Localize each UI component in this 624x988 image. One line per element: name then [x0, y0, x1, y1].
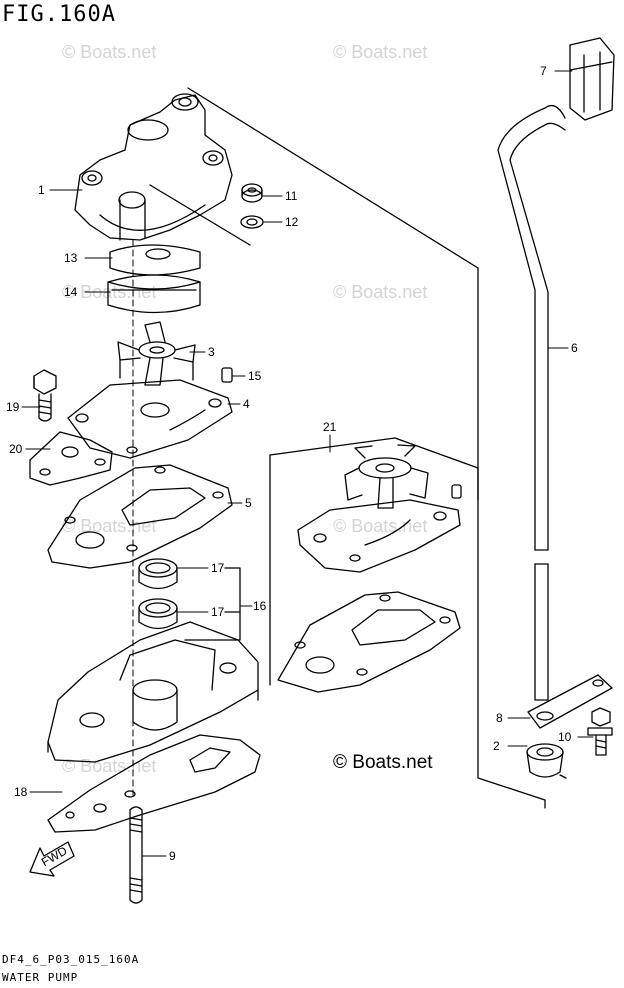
callout-7: 7 [540, 64, 547, 78]
diagram-code: DF4_6_P03_015_160A [2, 953, 140, 966]
copyright-notice: © Boats.net [333, 752, 433, 773]
tube-grommet-part [526, 743, 567, 779]
grommet-part [569, 37, 615, 121]
callout-numbers: 1 2 3 4 5 6 7 8 9 10 11 12 13 14 15 16 1… [6, 64, 578, 863]
callout-13: 13 [64, 251, 78, 265]
small-gasket-part [29, 431, 113, 486]
impeller-liner-part [107, 274, 201, 314]
gasket-part [47, 464, 233, 569]
callout-17: 17 [211, 605, 225, 619]
callout-11: 11 [285, 189, 298, 203]
callout-17: 17 [211, 561, 225, 575]
callout-3: 3 [208, 345, 215, 359]
callout-bracket [184, 567, 241, 641]
key-part [221, 367, 233, 383]
lower-pump-housing [47, 621, 259, 763]
callout-leaders [21, 70, 594, 857]
callout-8: 8 [496, 711, 503, 725]
callout-9: 9 [169, 849, 176, 863]
plate-part [67, 379, 233, 459]
oil-seal-part [138, 598, 178, 630]
watermark: © Boats.net [333, 516, 428, 536]
figure-title: FIG.160A [2, 2, 116, 27]
callout-1: 1 [38, 183, 45, 197]
callout-18: 18 [14, 785, 28, 799]
water-tube-part [497, 104, 566, 701]
callout-10: 10 [558, 730, 572, 744]
diagram-name: WATER PUMP [2, 971, 79, 984]
callout-4: 4 [243, 397, 250, 411]
pump-case-part [74, 93, 233, 241]
callout-14: 14 [64, 285, 78, 299]
repair-kit-box [269, 437, 479, 686]
repair-kit-key [451, 484, 462, 499]
repair-kit-gasket [277, 591, 461, 693]
repair-kit-impeller [344, 444, 429, 509]
callout-6: 6 [571, 341, 578, 355]
watermark: © Boats.net [333, 282, 428, 302]
callout-21: 21 [323, 420, 337, 434]
callout-5: 5 [245, 496, 252, 510]
impeller-part [117, 321, 196, 386]
callout-16: 16 [253, 599, 267, 613]
callout-15: 15 [248, 369, 262, 383]
forward-arrow: FWD [29, 841, 75, 877]
callout-20: 20 [9, 442, 23, 456]
holder-bolt-part [587, 707, 613, 756]
callout-12: 12 [285, 215, 299, 229]
tube-holder-part [527, 674, 613, 729]
callout-19: 19 [6, 400, 20, 414]
liner-plate-part [109, 244, 201, 276]
assembly-outline [149, 87, 546, 809]
bolt-part [33, 369, 57, 422]
callout-2: 2 [493, 739, 500, 753]
stud-bolt-part [129, 806, 143, 904]
bottom-gasket-part [47, 734, 261, 833]
oil-seal-part [138, 558, 178, 590]
washer-part [240, 215, 264, 229]
watermark: © Boats.net [62, 42, 157, 62]
watermark: © Boats.net [333, 42, 428, 62]
nut-part [241, 183, 263, 203]
repair-kit-plate [297, 499, 461, 573]
